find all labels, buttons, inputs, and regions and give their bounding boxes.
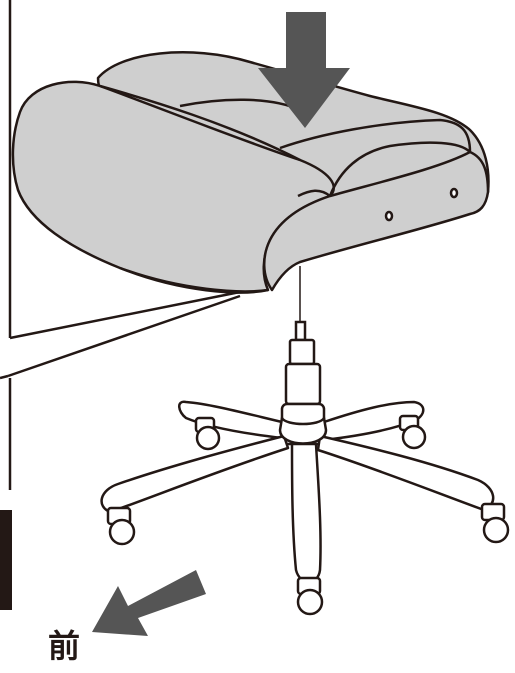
- base-arm-front: [290, 442, 322, 584]
- down-arrow-icon: [258, 12, 350, 128]
- seat-cushion: [11, 51, 490, 294]
- callout-frame-lower-line: [0, 374, 9, 380]
- callout-pointer-lower: [7, 294, 241, 378]
- cylinder-upper: [288, 338, 316, 366]
- caster-front-left: [106, 506, 136, 546]
- seat-seam-5: [297, 189, 331, 198]
- cylinder-middle: [284, 362, 322, 406]
- base-arm-front-right: [316, 434, 495, 512]
- seat-seam-4: [328, 141, 471, 197]
- base-arm-back-left: [178, 400, 284, 440]
- base-hub: [278, 416, 328, 445]
- front-direction-label: 前: [48, 627, 81, 665]
- callout-pointer-upper: [9, 290, 241, 340]
- cylinder-tip: [294, 320, 307, 342]
- chair-base: [100, 400, 495, 584]
- caster-front-right: [480, 502, 510, 544]
- front-direction-arrow-icon: [92, 570, 206, 636]
- screw-hole-2: [449, 187, 459, 199]
- base-arm-front-left: [100, 434, 290, 514]
- caster-back-right: [398, 414, 427, 450]
- screw-hole-1: [384, 210, 394, 222]
- seat-seam-1: [99, 84, 301, 162]
- casters: [106, 414, 510, 616]
- caster-front: [296, 576, 324, 616]
- base-arm-back-right: [322, 400, 425, 442]
- seat-front-edge: [119, 266, 269, 293]
- caster-back-left: [194, 416, 221, 451]
- seat-seam-3: [279, 118, 472, 153]
- side-tab: [0, 510, 12, 610]
- callout-frame: [0, 0, 241, 490]
- seat-right-side: [263, 150, 490, 292]
